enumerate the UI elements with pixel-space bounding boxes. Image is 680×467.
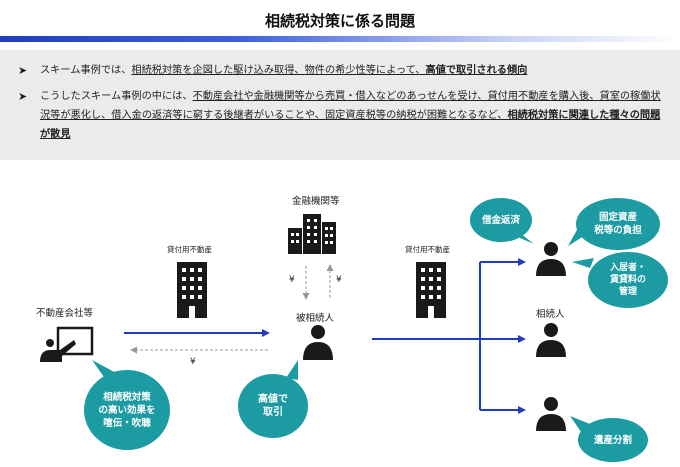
rental-building-left-icon <box>177 262 207 318</box>
bullet-1-intro: スキーム事例では、 <box>40 65 132 76</box>
summary-bullet-1-text: スキーム事例では、相続税対策を企図した駆け込み取得、物件の希少性等によって、高値… <box>18 61 668 80</box>
page-title: 相続税対策に係る問題 <box>264 12 415 30</box>
bullet-1-emphasis: 高値で取引される傾向 <box>425 65 528 76</box>
bullet-2-underlined: 不動産会社や金融機関等から売買・借入などのあっせんを受け、貸付用不動産を購入後、… <box>40 91 661 121</box>
rental-building-right-icon <box>416 262 446 318</box>
yen-left-label: ¥ <box>289 275 295 285</box>
realtor-label: 不動産会社等 <box>36 308 94 319</box>
bullet-2-intro: こうしたスキーム事例の中には、 <box>40 91 193 102</box>
promo-bubble-text: 相続税対策 の高い効果を 喧伝・吹聴 <box>98 391 156 429</box>
summary-bullet-2: ➤ こうしたスキーム事例の中には、不動産会社や金融機関等から売買・借入などのあっ… <box>18 87 668 144</box>
bank-buildings-icon <box>288 214 336 254</box>
yen-right-label: ¥ <box>336 275 342 285</box>
rental-label-right: 貸付用不動産 <box>405 245 450 254</box>
fixed-tax-bubble: 固定資産 税等の負担 <box>576 198 660 250</box>
summary-box: ➤ スキーム事例では、相続税対策を企図した駆け込み取得、物件の希少性等によって、… <box>0 50 680 160</box>
tenant-management-bubble: 入居者・ 賃貸料の 管理 <box>588 252 668 308</box>
bank-label: 金融機関等 <box>292 196 340 207</box>
rental-label-left: 貸付用不動産 <box>167 245 212 254</box>
fixed-tax-bubble-text: 固定資産 税等の負担 <box>594 212 642 236</box>
tenant-bubble-tail <box>572 258 594 268</box>
arrow-decedent-to-heirs <box>372 258 526 414</box>
tenant-management-bubble-text: 入居者・ 賃貸料の 管理 <box>609 263 646 297</box>
summary-bullet-2-text: こうしたスキーム事例の中には、不動産会社や金融機関等から売買・借入などのあっせん… <box>18 87 668 144</box>
high-price-bubble: 高値で 取引 <box>238 374 308 438</box>
title-underline-bar <box>0 36 680 42</box>
heir-person-top-icon <box>536 242 566 276</box>
loan-repay-bubble-text: 借金返済 <box>481 214 520 226</box>
inheritance-division-bubble: 遺産分割 <box>578 418 648 462</box>
high-price-bubble-tail <box>286 360 298 380</box>
promo-bubble: 相続税対策 の高い効果を 喧伝・吹聴 <box>84 370 170 450</box>
yen-bottom-label: ¥ <box>190 357 196 367</box>
heir-label: 相続人 <box>536 309 565 320</box>
decedent-label: 被相続人 <box>296 313 335 324</box>
bullet-2-emphasis: 相続税対策に関連した種々の問題が散見 <box>40 110 661 140</box>
bullet-arrow-icon: ➤ <box>18 64 28 77</box>
heir-person-middle-icon <box>536 323 566 357</box>
bullet-arrow-icon: ➤ <box>18 90 28 103</box>
loan-repay-bubble: 借金返済 <box>470 198 532 242</box>
heir-person-bottom-icon <box>536 397 566 431</box>
decedent-person-icon <box>303 325 333 360</box>
realtor-presenter-icon <box>40 326 94 362</box>
summary-bullet-1: ➤ スキーム事例では、相続税対策を企図した駆け込み取得、物件の希少性等によって、… <box>18 61 668 80</box>
inheritance-division-bubble-text: 遺産分割 <box>593 434 632 446</box>
bullet-1-underlined: 相続税対策を企図した駆け込み取得、物件の希少性等によって、 <box>131 65 426 76</box>
high-price-bubble-text: 高値で 取引 <box>258 394 288 418</box>
